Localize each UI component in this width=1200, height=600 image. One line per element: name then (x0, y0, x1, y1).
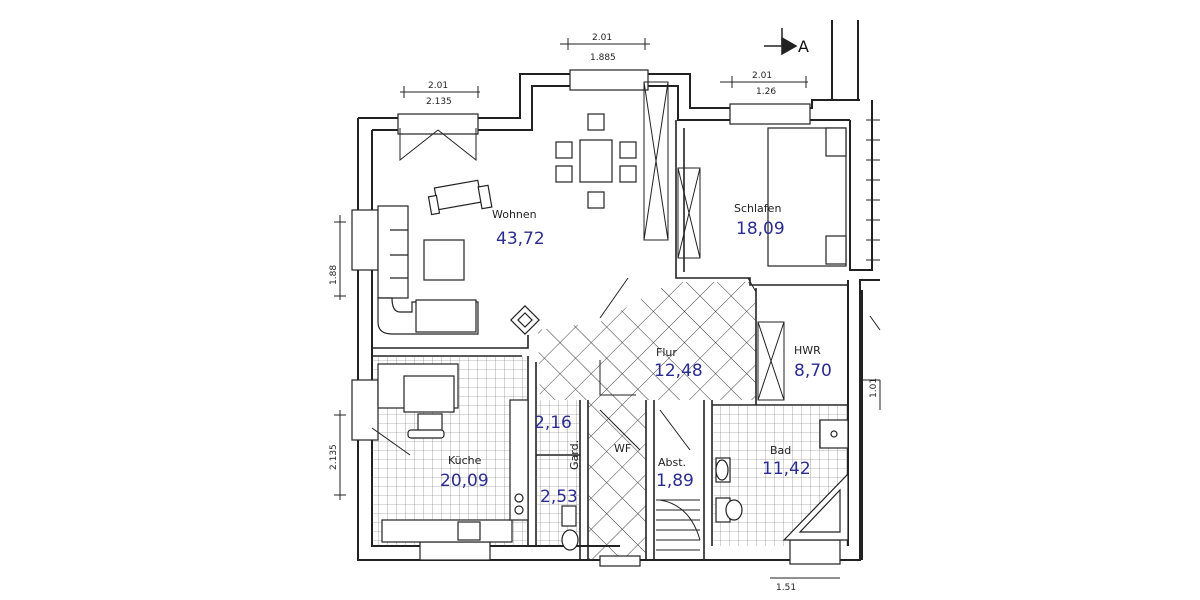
flur-floor (538, 282, 756, 400)
schlafen-furniture (767, 127, 847, 267)
room-kueche-name: Küche (448, 454, 482, 467)
room-gard-name: Gard. (568, 440, 581, 470)
wf-floor (588, 400, 646, 560)
dim-bottom-right: 1.51 (776, 583, 796, 593)
dim-left-top-label1: 2.01 (428, 81, 448, 91)
dim-schlafen-label1: 2.01 (752, 71, 772, 81)
dim-left-lower: 2.135 (329, 444, 339, 470)
room-gard-area: 2,16 (534, 413, 572, 433)
stairs (656, 499, 701, 551)
wc-furniture (561, 505, 579, 551)
dimension-lines (334, 38, 881, 579)
section-marker-label: A (798, 37, 809, 56)
dim-top-label2: 1.885 (590, 53, 616, 63)
room-bad-area: 11,42 (762, 459, 811, 479)
kueche-furniture (377, 363, 529, 543)
hwr-furniture (862, 119, 881, 381)
dim-right-mid: 1.01 (869, 378, 879, 398)
room-abst-area: 1,89 (656, 471, 694, 491)
dim-top-label1: 2.01 (592, 33, 612, 43)
dim-left-upper: 1.88 (329, 265, 339, 285)
room-flur-area: 12,48 (654, 361, 703, 381)
room-wf-name: WF (614, 442, 631, 455)
bad-furniture (715, 419, 849, 541)
room-wohnen-area: 43,72 (496, 229, 545, 249)
room-wc-area: 2,53 (540, 487, 578, 507)
room-hwr-area: 8,70 (794, 361, 832, 381)
door-swings (371, 81, 785, 456)
room-kueche-area: 20,09 (440, 471, 489, 491)
windows (351, 69, 841, 567)
dim-schlafen-label2: 1.26 (756, 87, 776, 97)
room-schlafen-area: 18,09 (736, 219, 785, 239)
room-wohnen-name: Wohnen (492, 208, 537, 221)
wohnen-furniture (377, 113, 637, 335)
dim-left-top-label2: 2.135 (426, 97, 452, 107)
room-abst-name: Abst. (658, 456, 686, 469)
room-schlafen-name: Schlafen (734, 202, 781, 215)
room-bad-name: Bad (770, 444, 791, 457)
room-hwr-name: HWR (794, 344, 821, 357)
room-flur-name: Flur (656, 346, 677, 359)
section-marker (764, 28, 798, 56)
